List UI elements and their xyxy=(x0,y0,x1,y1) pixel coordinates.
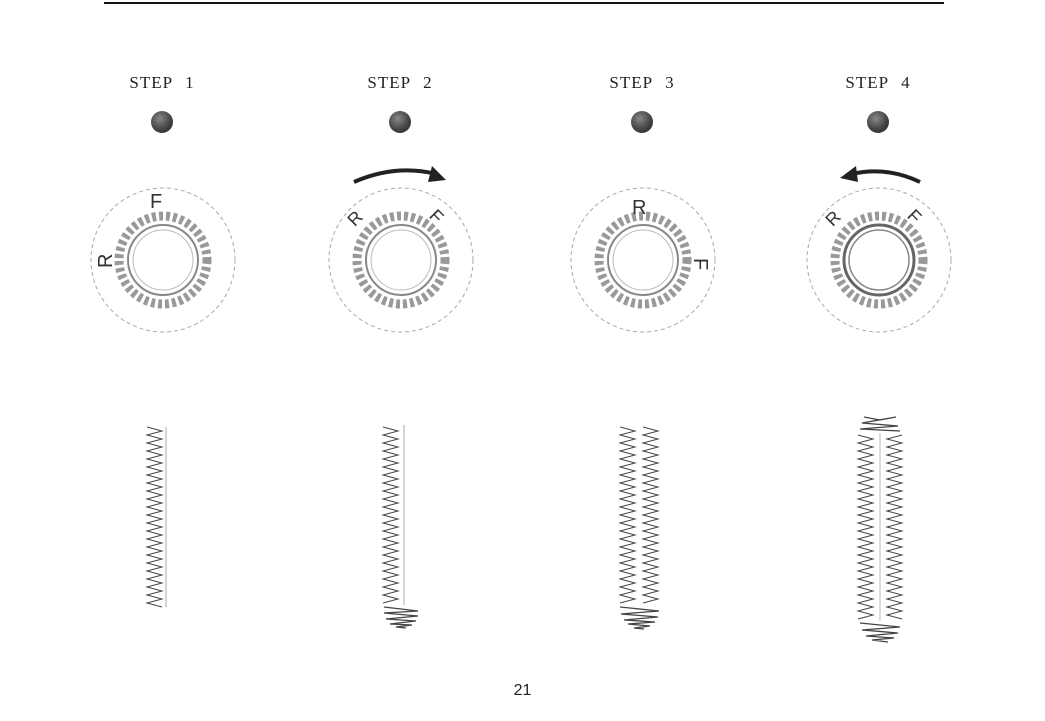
step-3: STEP 3 R F xyxy=(542,0,742,700)
stitch-dial: F R xyxy=(88,180,238,340)
step-3-label: STEP 3 xyxy=(542,73,742,93)
svg-text:R: R xyxy=(821,207,844,230)
step-number: 4 xyxy=(901,73,911,92)
step-word: STEP xyxy=(367,73,411,92)
step-word: STEP xyxy=(609,73,653,92)
svg-text:R: R xyxy=(95,254,117,268)
step-1: STEP 1 F R xyxy=(62,0,262,700)
zigzag-stitch xyxy=(142,425,182,610)
page-number: 21 xyxy=(0,682,1045,700)
svg-text:F: F xyxy=(425,205,447,227)
step-2: STEP 2 F R xyxy=(300,0,500,700)
svg-text:R: R xyxy=(343,207,366,230)
svg-text:R: R xyxy=(632,197,646,219)
svg-text:F: F xyxy=(903,205,925,227)
step-number: 1 xyxy=(185,73,195,92)
indicator-dot xyxy=(631,111,653,133)
svg-text:F: F xyxy=(689,258,711,270)
step-4-label: STEP 4 xyxy=(778,73,978,93)
indicator-dot xyxy=(389,111,411,133)
indicator-dot xyxy=(151,111,173,133)
stitch-dial: R F xyxy=(568,180,718,340)
stitch-dial: F R xyxy=(326,180,476,340)
step-number: 3 xyxy=(665,73,675,92)
step-word: STEP xyxy=(845,73,889,92)
step-number: 2 xyxy=(423,73,433,92)
step-2-label: STEP 2 xyxy=(300,73,500,93)
svg-text:F: F xyxy=(150,191,162,213)
zigzag-stitch xyxy=(615,425,670,630)
zigzag-stitch xyxy=(850,415,910,645)
indicator-dot xyxy=(867,111,889,133)
step-word: STEP xyxy=(129,73,173,92)
zigzag-stitch xyxy=(378,425,428,630)
step-4: STEP 4 F R xyxy=(778,0,978,700)
step-1-label: STEP 1 xyxy=(62,73,262,93)
stitch-dial: F R xyxy=(804,180,954,340)
